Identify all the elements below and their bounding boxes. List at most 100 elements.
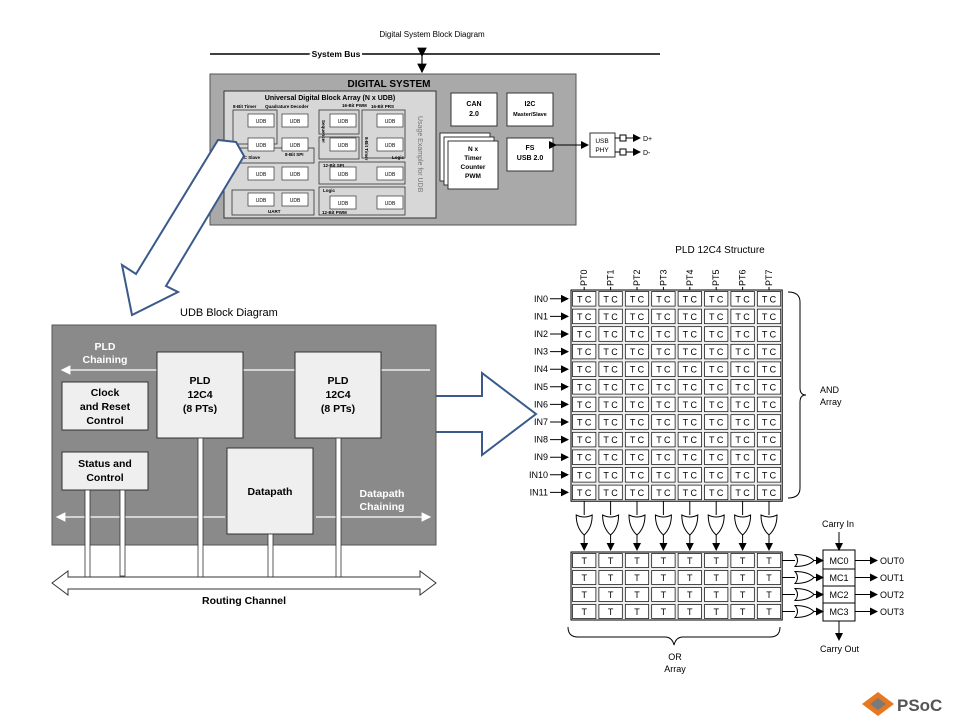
clock-reset-line1: Clock <box>91 387 120 399</box>
input-label: IN11 <box>530 487 548 497</box>
and-cell-label: T C <box>603 365 618 375</box>
fs-usb-box <box>506 137 554 172</box>
or-array-brace <box>567 626 781 646</box>
and-cell <box>730 431 755 448</box>
or-cell-label: T <box>608 590 614 600</box>
udb-cell-label: UDB <box>385 143 396 149</box>
or-array-line1: OR <box>668 652 682 662</box>
and-cell-label: T C <box>709 312 724 322</box>
usage-example-label: Usage Example for UDB <box>416 116 423 193</box>
pld-chaining-line1: PLD <box>95 341 116 353</box>
input-label: IN0 <box>534 294 548 304</box>
and-cell <box>624 291 650 307</box>
and-cell <box>730 308 755 325</box>
and-cell-label: T C <box>577 470 592 480</box>
udb-function-group <box>318 161 406 185</box>
input-label: IN8 <box>534 435 548 445</box>
and-cell-label: T C <box>656 382 671 392</box>
and-cell <box>730 326 755 342</box>
or-cell-label: T <box>608 556 614 566</box>
and-cell-label: T C <box>709 453 724 463</box>
or-gate-icon <box>654 514 672 536</box>
and-cell <box>651 449 676 465</box>
or-cell <box>704 587 729 602</box>
or-cell-label: T <box>740 607 746 617</box>
clock-reset-box <box>61 381 149 431</box>
or-cell-label: T <box>740 556 746 566</box>
psoc-logo: PSoC <box>862 692 942 716</box>
and-cell-label: T C <box>630 435 645 445</box>
can-line2: 2.0 <box>469 111 479 118</box>
and-cell-label: T C <box>630 365 645 375</box>
usb-phy-line2: PHY <box>595 147 609 154</box>
and-cell <box>651 431 676 448</box>
and-cell-label: T C <box>630 453 645 463</box>
i2c-box <box>506 92 554 127</box>
and-cell-label: T C <box>762 400 777 410</box>
pt-label: PT3 <box>658 269 668 286</box>
and-cell <box>572 343 597 360</box>
or-cell-label: T <box>687 590 693 600</box>
or-array-line2: Array <box>664 664 686 674</box>
or-output-gate-icon <box>793 587 815 602</box>
and-cell-label: T C <box>577 488 592 498</box>
macrocell-label: MC1 <box>829 573 848 583</box>
input-label: IN10 <box>529 470 548 480</box>
label-logic2: Logic <box>323 188 335 193</box>
or-cell-label: T <box>634 607 640 617</box>
or-cell <box>572 570 597 585</box>
or-cell <box>624 604 650 619</box>
and-cell-label: T C <box>656 453 671 463</box>
pt-label: PT0 <box>579 269 589 286</box>
and-cell-label: T C <box>709 294 724 304</box>
and-cell-label: T C <box>735 453 750 463</box>
or-cell <box>598 570 623 585</box>
top-title: Digital System Block Diagram <box>379 30 485 39</box>
or-cell-label: T <box>608 573 614 583</box>
and-cell <box>677 467 702 483</box>
or-gate-icon <box>681 514 699 536</box>
and-cell-label: T C <box>735 470 750 480</box>
or-cell <box>598 604 623 619</box>
udb-cell <box>376 137 404 152</box>
or-cell <box>677 604 702 619</box>
and-cell-label: T C <box>683 435 698 445</box>
or-cell <box>624 570 650 585</box>
timer-box <box>447 140 499 190</box>
and-cell <box>730 291 755 307</box>
and-cell-label: T C <box>709 382 724 392</box>
and-cell <box>730 414 755 430</box>
timer-line2: Timer <box>464 155 482 162</box>
and-cell <box>704 291 729 307</box>
timer-line4: PWM <box>465 173 481 180</box>
and-cell-label: T C <box>709 365 724 375</box>
output-label: OUT0 <box>880 556 904 566</box>
pld2-line2: 12C4 <box>325 389 350 401</box>
label-logic: Logic <box>392 155 404 160</box>
and-cell-label: T C <box>762 488 777 498</box>
or-cell-label: T <box>581 573 587 583</box>
or-cell-label: T <box>766 607 772 617</box>
datapath-chaining-line1: Datapath <box>360 488 405 500</box>
and-cell-label: T C <box>735 365 750 375</box>
and-cell <box>624 379 650 395</box>
and-cell-label: T C <box>630 488 645 498</box>
or-cell-label: T <box>687 556 693 566</box>
label-seq: Sequencer <box>321 120 326 143</box>
and-cell <box>756 414 782 430</box>
or-cell <box>730 570 755 585</box>
and-cell-label: T C <box>683 418 698 428</box>
or-cell-label: T <box>581 590 587 600</box>
and-cell <box>598 484 623 501</box>
udb-cell-label: UDB <box>290 119 301 125</box>
and-cell-label: T C <box>656 365 671 375</box>
udb-cell-label: UDB <box>256 172 267 178</box>
and-cell <box>651 308 676 325</box>
and-cell <box>624 449 650 465</box>
and-cell-label: T C <box>762 470 777 480</box>
and-cell-label: T C <box>735 488 750 498</box>
pt-label: PT1 <box>606 269 616 286</box>
